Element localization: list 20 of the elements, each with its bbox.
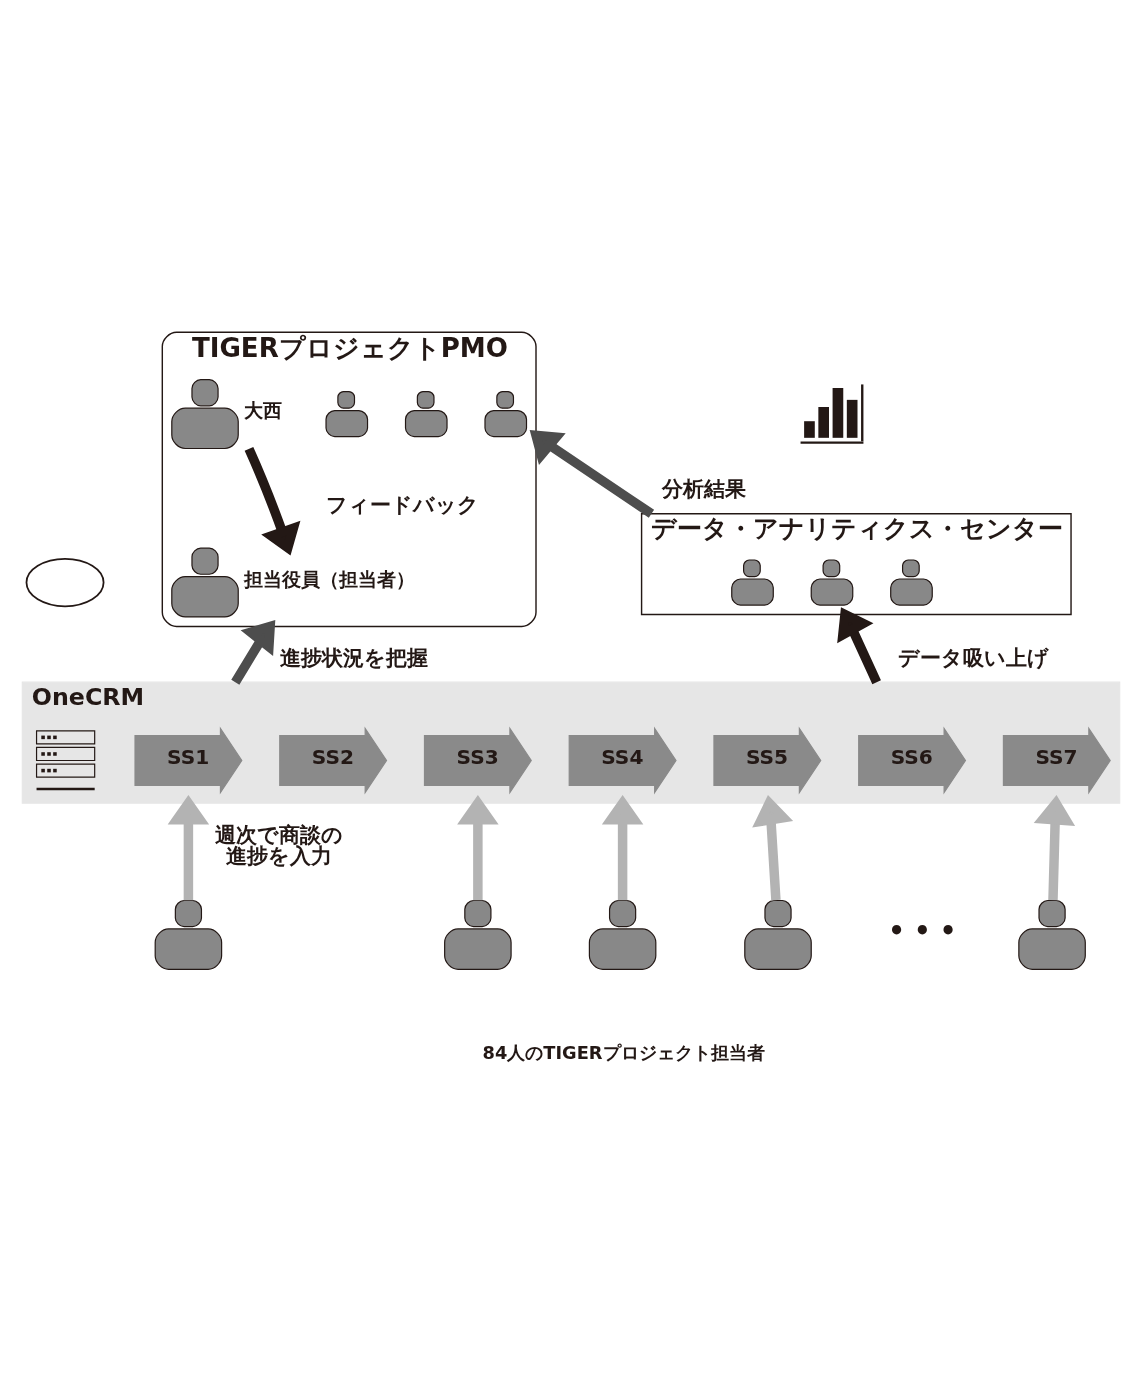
arrow [752,795,794,901]
node-label: 担当役員（担当者） [244,567,416,590]
arrow [1033,794,1076,901]
arrow [601,794,644,901]
arrow [457,794,499,901]
edge-label: フィードバック [326,492,480,518]
label: • • • [888,916,957,947]
edge-label: データ吸い上げ [897,644,1049,670]
node-cloud [25,557,105,608]
arrow [837,607,881,685]
arrow [529,430,655,518]
label: 84人のTIGERプロジェクト担当者 [482,1041,765,1063]
arrow [244,446,301,556]
node-label: 大西 [244,399,283,422]
arrow [167,794,210,901]
edge-label: 週次で商談の進捗を入力 [214,821,343,868]
edge-label: 分析結果 [662,476,747,502]
edge-label: 進捗状況を把握 [280,644,429,670]
arrow [231,619,276,685]
cluster: データ・アナリティクス・センター [640,513,1072,616]
